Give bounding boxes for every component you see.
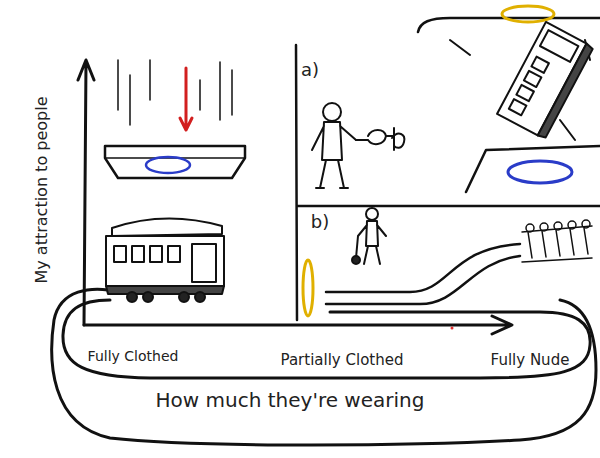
- axis-label: My attraction to people: [33, 96, 51, 283]
- tick-label: Fully Nude: [491, 352, 570, 369]
- falling-trolley-scene: [418, 6, 600, 192]
- tick-label: Partially Clothed: [281, 352, 404, 369]
- red-dot: [451, 327, 454, 330]
- loop-inner: [63, 300, 590, 378]
- trolley: [106, 218, 224, 302]
- y-axis: [78, 60, 94, 325]
- axis-label: How much they're wearing: [156, 389, 425, 411]
- loop-outer: [52, 289, 596, 445]
- person-a: [312, 103, 404, 188]
- panel-label: b): [311, 212, 329, 232]
- falling-slab: [105, 60, 245, 178]
- lever-scene: [303, 208, 592, 316]
- panel-label: a): [301, 60, 319, 80]
- tick-label: Fully Clothed: [88, 349, 179, 364]
